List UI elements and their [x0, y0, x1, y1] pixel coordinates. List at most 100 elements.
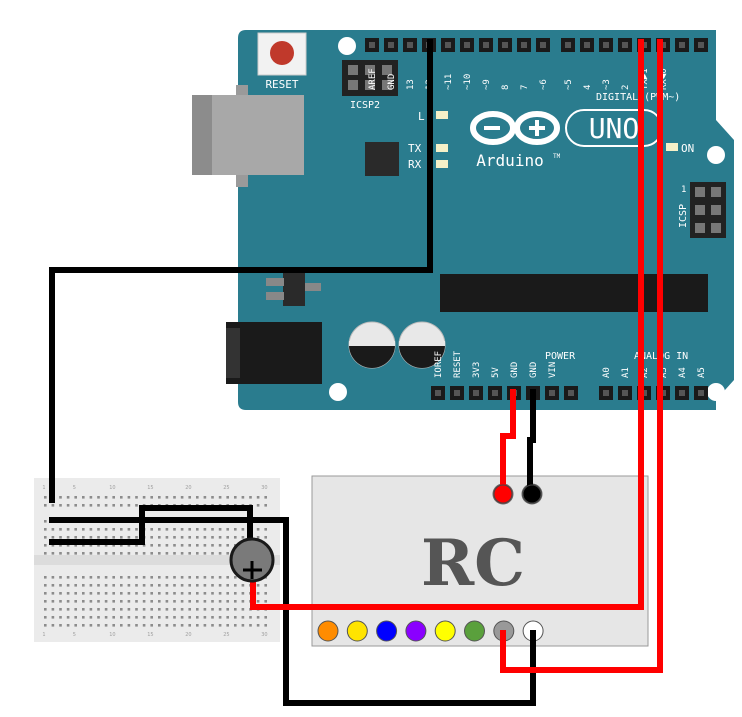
- breadboard-hole: [66, 536, 70, 539]
- breadboard-hole: [112, 504, 115, 507]
- power-led: [666, 143, 678, 151]
- usb-chip: [365, 142, 399, 176]
- breadboard-hole: [82, 576, 85, 579]
- breadboard-hole: [211, 616, 214, 619]
- pin-label: 3V3: [472, 362, 482, 378]
- pin-label: 5V: [491, 367, 501, 378]
- breadboard-hole: [165, 592, 169, 595]
- breadboard-hole: [196, 592, 199, 595]
- breadboard-hole: [142, 552, 146, 555]
- breadboard-hole: [203, 496, 207, 499]
- breadboard-hole: [97, 536, 100, 539]
- breadboard-hole: [218, 536, 222, 539]
- breadboard-hole: [180, 576, 184, 579]
- breadboard-hole: [196, 496, 199, 499]
- breadboard-hole: [188, 608, 191, 611]
- breadboard-hole: [44, 584, 47, 587]
- breadboard-hole: [142, 608, 146, 611]
- breadboard-hole: [120, 616, 123, 619]
- breadboard-hole: [135, 608, 138, 611]
- breadboard-hole: [173, 624, 176, 627]
- breadboard-hole: [158, 536, 161, 539]
- wire-5v-to-receiver: [500, 389, 516, 497]
- breadboard-hole: [241, 608, 245, 611]
- breadboard-hole: [59, 600, 62, 603]
- breadboard-hole: [264, 504, 267, 507]
- led-l-label: L: [418, 110, 425, 123]
- breadboard-hole: [97, 584, 100, 587]
- rc-receiver: RC: [311, 475, 649, 647]
- breadboard-hole: [66, 528, 70, 531]
- mounting-hole: [707, 146, 725, 164]
- breadboard-hole: [82, 528, 85, 531]
- receiver-channel-pin: [376, 620, 398, 642]
- breadboard-hole: [59, 616, 62, 619]
- breadboard-hole: [44, 552, 47, 555]
- breadboard-hole: [150, 544, 153, 547]
- breadboard-hole: [66, 608, 70, 611]
- breadboard-hole: [82, 496, 85, 499]
- breadboard-hole: [74, 496, 77, 499]
- board-pcb: [238, 30, 734, 410]
- breadboard-hole: [173, 608, 176, 611]
- breadboard-hole: [256, 536, 260, 539]
- status-leds: L TX RX: [408, 110, 448, 171]
- reset-label: RESET: [265, 78, 298, 91]
- breadboard-hole: [264, 616, 267, 619]
- header-pin-socket: [679, 390, 685, 396]
- breadboard-hole: [158, 608, 161, 611]
- breadboard-hole: [74, 576, 77, 579]
- breadboard-hole: [264, 624, 267, 627]
- breadboard-hole: [264, 536, 267, 539]
- breadboard-hole: [226, 576, 229, 579]
- breadboard-hole: [150, 608, 153, 611]
- breadboard-hole: [226, 600, 229, 603]
- breadboard-hole: [112, 584, 115, 587]
- breadboard-hole: [82, 600, 85, 603]
- breadboard-hole: [74, 504, 77, 507]
- column-number: 5: [73, 632, 76, 638]
- breadboard-hole: [51, 536, 55, 539]
- breadboard-hole: [158, 592, 161, 595]
- breadboard-hole: [188, 536, 191, 539]
- breadboard-hole: [82, 616, 85, 619]
- breadboard-hole: [203, 528, 207, 531]
- column-number: 30: [261, 632, 267, 638]
- breadboard-hole: [218, 576, 222, 579]
- digital-pin-label: ~11: [444, 74, 454, 90]
- breadboard-hole: [51, 576, 55, 579]
- breadboard-hole: [203, 600, 207, 603]
- breadboard-hole: [51, 624, 55, 627]
- breadboard-hole: [97, 496, 100, 499]
- breadboard-hole: [173, 600, 176, 603]
- breadboard-hole: [127, 496, 131, 499]
- breadboard-hole: [180, 616, 184, 619]
- mounting-hole: [329, 383, 347, 401]
- header-pin-socket: [549, 390, 555, 396]
- breadboard-hole: [241, 600, 245, 603]
- breadboard-hole: [165, 552, 169, 555]
- breadboard-hole: [44, 544, 47, 547]
- breadboard-hole: [51, 592, 55, 595]
- breadboard-hole: [74, 528, 77, 531]
- breadboard-hole: [226, 624, 229, 627]
- breadboard-hole: [264, 600, 267, 603]
- breadboard-hole: [234, 496, 237, 499]
- digital-pin-label: ~9: [482, 79, 492, 90]
- breadboard-hole: [211, 600, 214, 603]
- breadboard-hole: [196, 624, 199, 627]
- breadboard-hole: [66, 616, 70, 619]
- breadboard-hole: [264, 584, 267, 587]
- breadboard-hole: [196, 544, 199, 547]
- breadboard-hole: [89, 552, 93, 555]
- breadboard-hole: [66, 592, 70, 595]
- breadboard-hole: [44, 528, 47, 531]
- breadboard-hole: [120, 496, 123, 499]
- breadboard-hole: [234, 576, 237, 579]
- breadboard-hole: [234, 536, 237, 539]
- breadboard-hole: [104, 624, 108, 627]
- header-pin-socket: [679, 42, 685, 48]
- pin-label: A0: [602, 367, 612, 378]
